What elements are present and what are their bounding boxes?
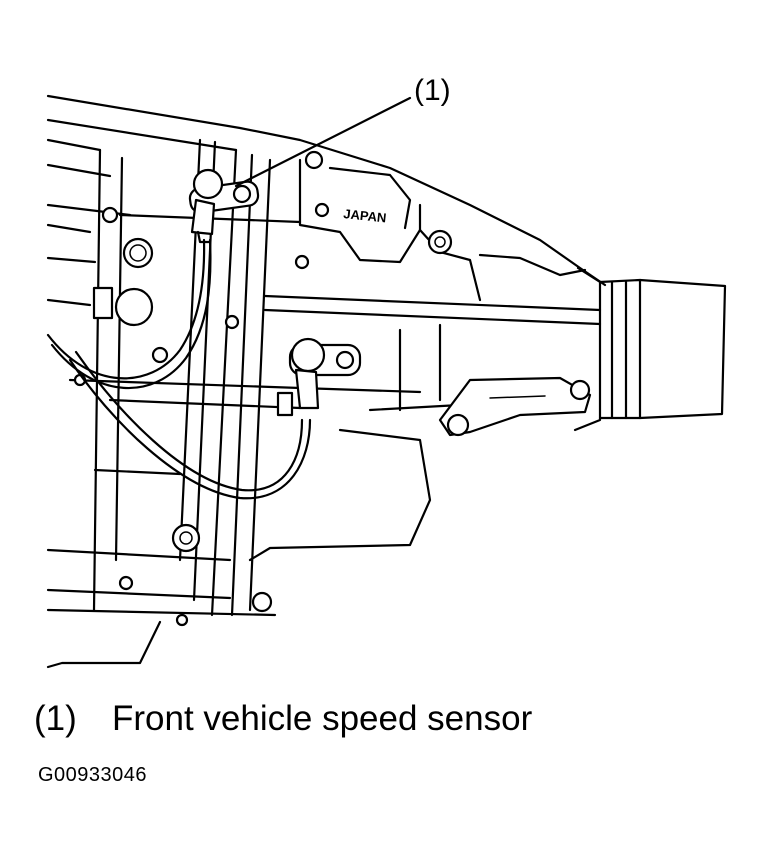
front-vehicle-speed-sensor bbox=[188, 168, 260, 244]
rear-speed-sensor bbox=[288, 337, 362, 410]
callout-leader-line bbox=[234, 96, 412, 188]
housing-marking: JAPAN bbox=[343, 206, 387, 225]
transmission-diagram: JAPAN bbox=[46, 94, 727, 669]
caption-text: Front vehicle speed sensor bbox=[112, 699, 533, 738]
caption: (1) Front vehicle speed sensor bbox=[34, 698, 532, 740]
callout-label: (1) bbox=[414, 74, 451, 107]
transmission-housing: JAPAN bbox=[46, 94, 727, 669]
figure-id: G00933046 bbox=[38, 764, 148, 786]
caption-number: (1) bbox=[34, 699, 77, 738]
sensor-harness bbox=[46, 238, 312, 500]
